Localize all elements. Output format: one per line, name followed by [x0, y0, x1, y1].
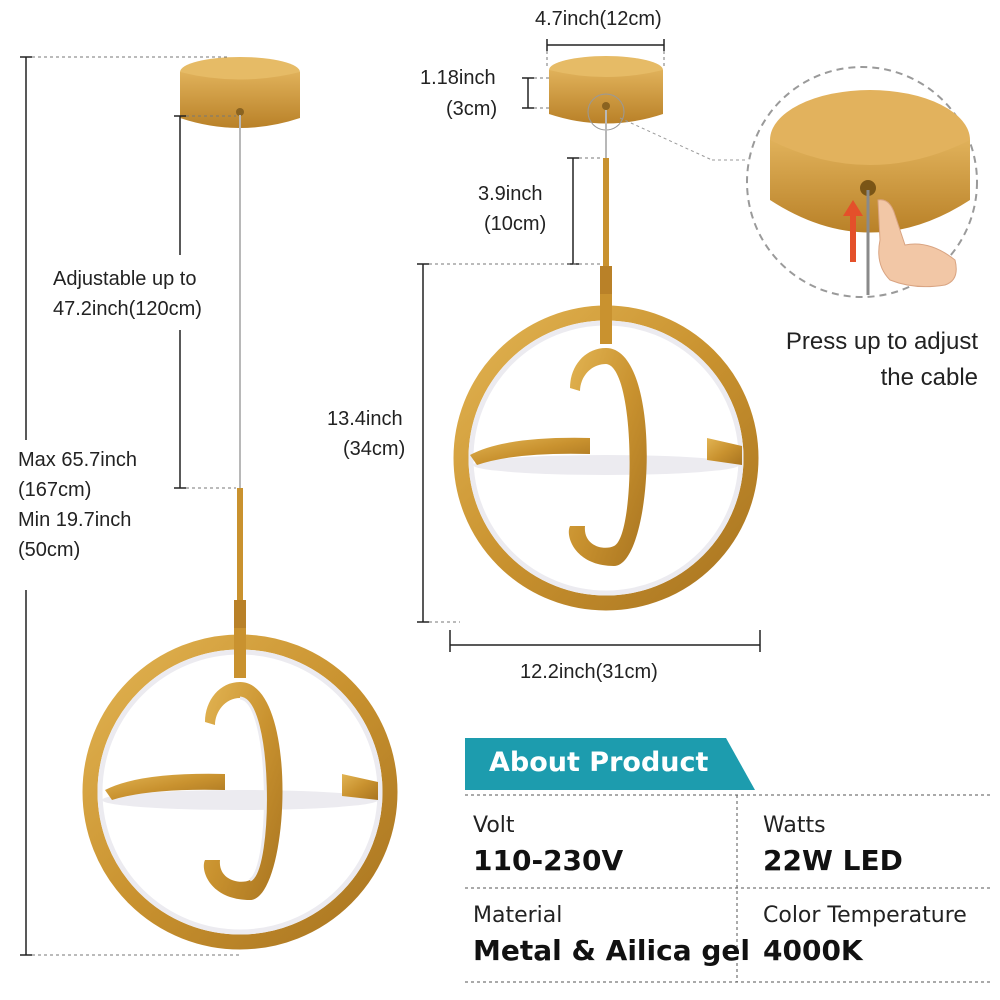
- left-canopy-body: [180, 72, 300, 128]
- min-line1-label: Min 19.7inch: [18, 509, 132, 531]
- zoom-callout: [619, 66, 978, 298]
- spec-value-material: Metal & Ailica gel: [473, 934, 750, 967]
- left-rod-joint: [234, 600, 246, 628]
- right-rod-joint: [600, 266, 612, 294]
- spec-label-material: Material: [473, 903, 563, 928]
- spec-label-watts: Watts: [763, 813, 826, 838]
- spec-value-watts: 22W LED: [763, 844, 903, 877]
- fixture-width-label: 12.2inch(31cm): [520, 661, 658, 683]
- left-top-connector: [234, 628, 246, 678]
- left-horizontal-disc: [102, 790, 378, 810]
- left-rod: [237, 488, 243, 628]
- rod-length-in-label: 3.9inch: [478, 183, 543, 205]
- zoom-screw: [860, 180, 876, 196]
- right-pendant: [453, 56, 759, 611]
- min-line2-label: (50cm): [18, 539, 81, 561]
- right-horizontal-arc-right: [707, 438, 742, 465]
- zoom-arrow: [843, 200, 863, 262]
- about-product-banner: About Product: [465, 738, 755, 790]
- spec-value-color-temperature: 4000K: [763, 934, 863, 967]
- fixture-height-cm-label: (34cm): [343, 438, 406, 460]
- max-line1-label: Max 65.7inch: [18, 449, 137, 471]
- spec-label-color-temperature: Color Temperature: [763, 903, 967, 928]
- left-canopy-screw: [236, 108, 244, 116]
- canopy-height-cm-label: (3cm): [446, 98, 498, 120]
- canopy-height-in-label: 1.18inch: [420, 67, 496, 89]
- spec-value-volt: 110-230V: [473, 844, 624, 877]
- about-product-title: About Product: [489, 747, 709, 778]
- right-horizontal-disc: [473, 455, 739, 475]
- ceiling-width-label: 4.7inch(12cm): [535, 8, 662, 30]
- left-dimensions: [20, 56, 240, 956]
- left-vertical-c-inner: [239, 696, 267, 882]
- left-pendant: [82, 57, 398, 950]
- right-horizontal-arc-left: [470, 437, 590, 465]
- right-dimensions: [417, 39, 761, 652]
- adjustable-line2-label: 47.2inch(120cm): [53, 298, 202, 320]
- right-top-connector: [600, 294, 612, 344]
- rod-length-cm-label: (10cm): [484, 213, 547, 235]
- zoom-hand: [877, 199, 957, 288]
- callout-line2: the cable: [880, 364, 978, 391]
- left-horizontal-arc-left: [105, 773, 225, 800]
- max-line2-label: (167cm): [18, 479, 92, 501]
- right-rod: [603, 158, 609, 266]
- adjustable-line1-label: Adjustable up to: [53, 268, 197, 290]
- right-canopy-screw: [602, 102, 610, 110]
- fixture-height-in-label: 13.4inch: [327, 408, 403, 430]
- left-horizontal-arc-right: [342, 774, 378, 800]
- right-canopy-body: [549, 70, 663, 124]
- callout-line1: Press up to adjust: [785, 328, 978, 355]
- right-vertical-c: [568, 348, 647, 566]
- spec-label-volt: Volt: [473, 813, 515, 838]
